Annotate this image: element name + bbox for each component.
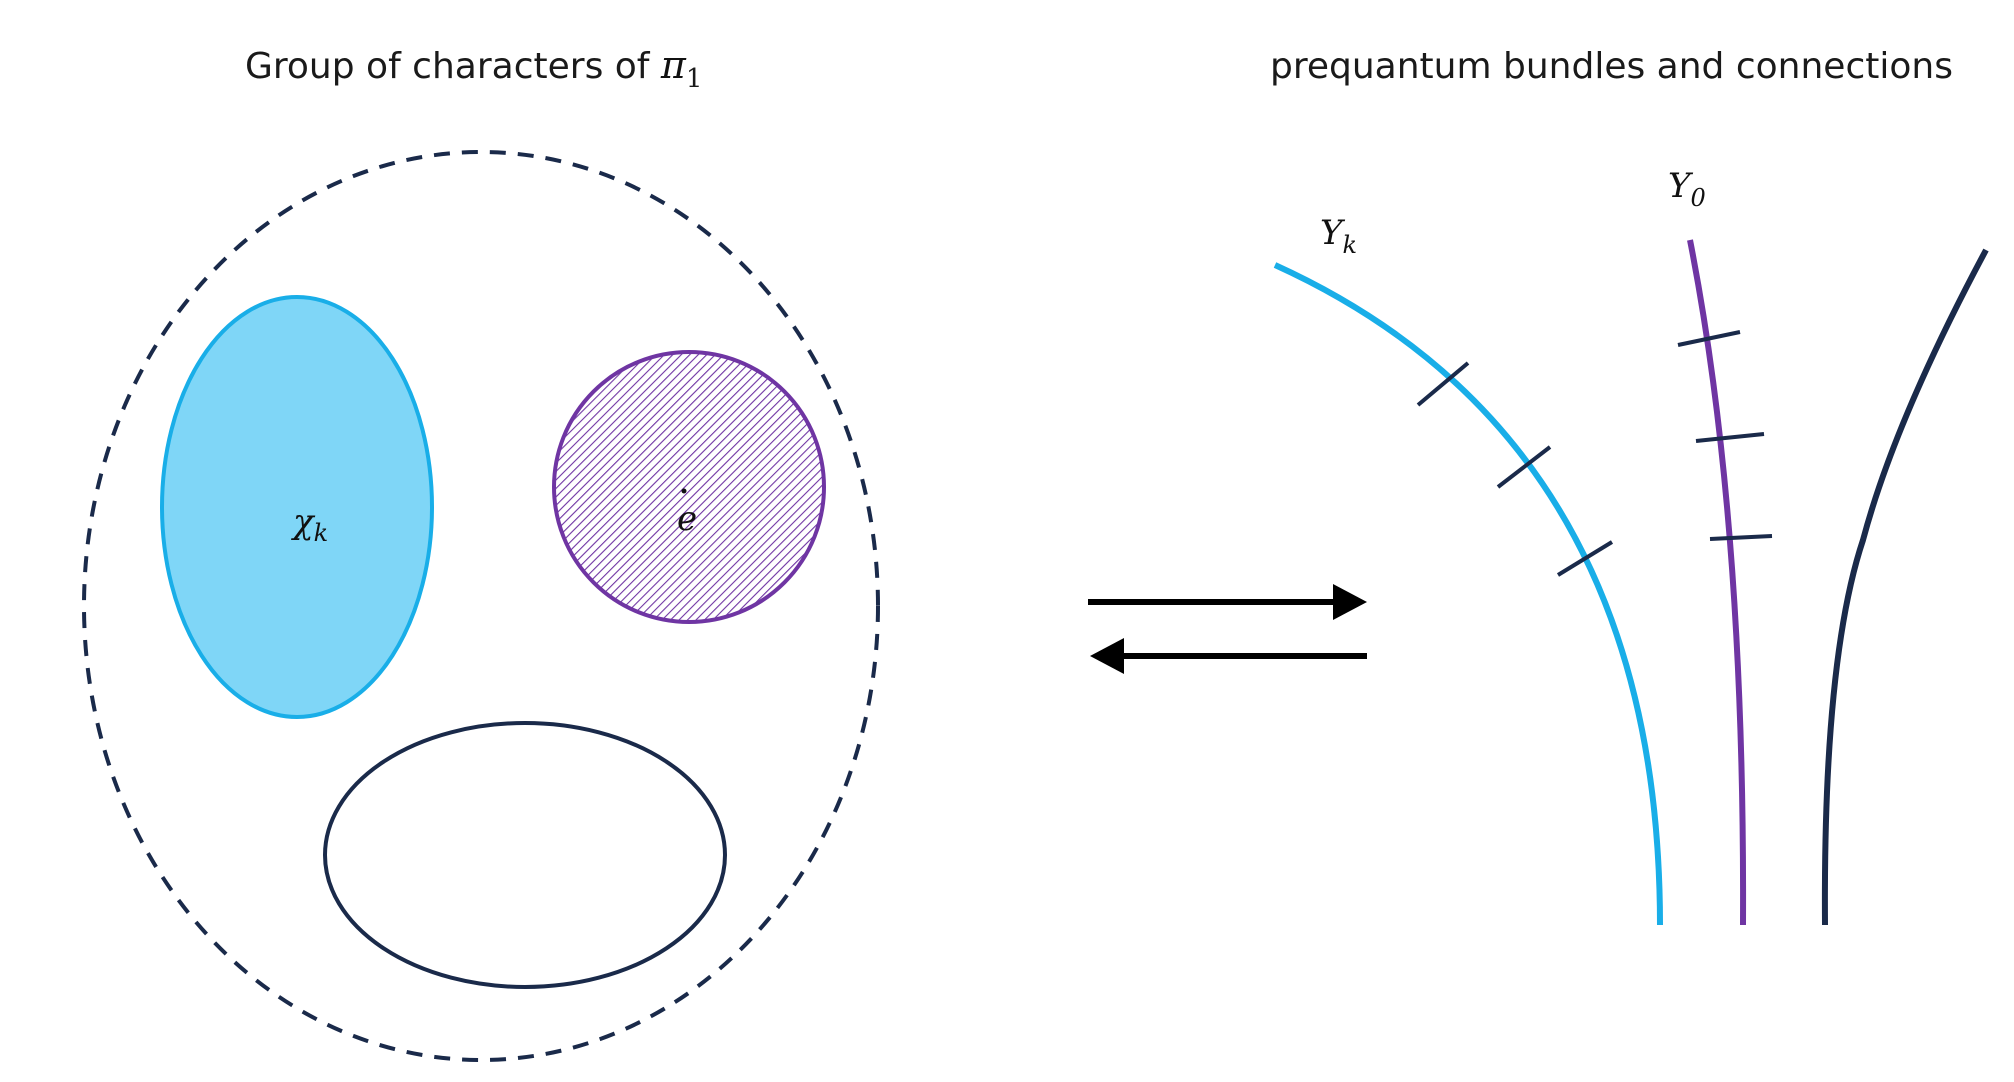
yk-label-symbol: Y bbox=[1320, 213, 1346, 253]
y0-label-subscript: 0 bbox=[1690, 184, 1705, 212]
left-title-symbol: π bbox=[660, 43, 687, 87]
left-title-text: Group of characters of bbox=[245, 46, 661, 87]
yk-tick-2 bbox=[1496, 445, 1552, 489]
yk-label-subscript: k bbox=[1342, 231, 1357, 259]
y0-label: Y0 bbox=[1668, 166, 1706, 212]
yk-tick-3 bbox=[1556, 540, 1614, 577]
y0-label-symbol: Y bbox=[1668, 166, 1694, 206]
left-arrow-head bbox=[1090, 638, 1124, 674]
outer-dashed-boundary bbox=[82, 150, 880, 1062]
e-label: e bbox=[677, 499, 697, 539]
yk-tick-1 bbox=[1416, 361, 1470, 407]
chi-k-region bbox=[160, 295, 434, 719]
left-title-subscript: 1 bbox=[686, 64, 703, 94]
left-title: Group of characters of π1 bbox=[245, 43, 702, 94]
bottom-region bbox=[323, 721, 727, 989]
chi-label-subscript: k bbox=[314, 519, 329, 547]
right-title: prequantum bundles and connections bbox=[1270, 46, 1953, 87]
chi-k-label: χk bbox=[291, 502, 328, 547]
correspondence-arrows bbox=[1088, 584, 1367, 674]
third-curve bbox=[1821, 248, 1989, 926]
y0-tick-2 bbox=[1695, 432, 1765, 443]
chi-label-symbol: χ bbox=[291, 502, 316, 542]
yk-label: Yk bbox=[1320, 213, 1357, 259]
identity-point bbox=[681, 488, 687, 494]
y0-tick-3 bbox=[1709, 534, 1773, 541]
y0-curve bbox=[1687, 239, 1747, 926]
y0-tick-1 bbox=[1677, 330, 1741, 347]
identity-region bbox=[552, 350, 826, 624]
right-arrow-head bbox=[1333, 584, 1367, 620]
yk-curve bbox=[1273, 262, 1663, 926]
